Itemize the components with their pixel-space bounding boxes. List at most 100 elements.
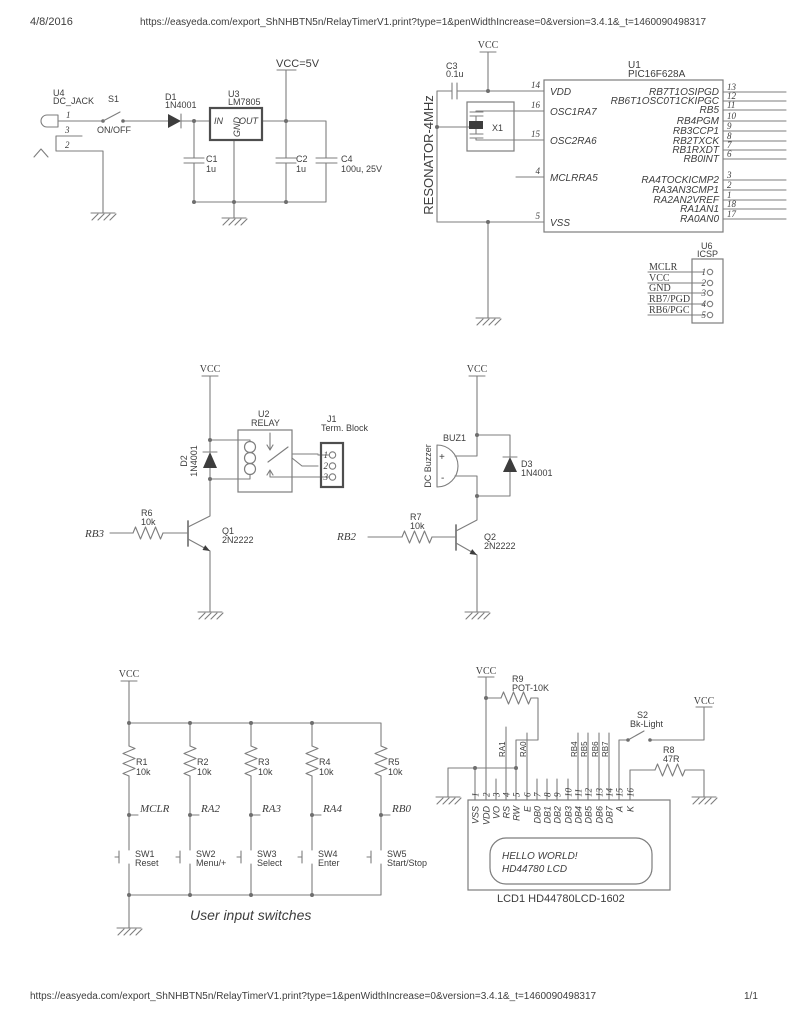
u1-pin-name: RA4TOCKICMP2	[641, 175, 719, 186]
icsp-pin-label: RB7/PGD	[649, 294, 690, 305]
switches-vcc-flag: VCC	[119, 669, 140, 680]
rb2-net-label: RB2	[336, 531, 356, 543]
sw4-ref: SW4	[318, 849, 338, 859]
r8-value: 47R	[663, 754, 680, 764]
r6-resistor-symbol	[132, 526, 164, 540]
u1-ref: U1	[628, 60, 641, 71]
r7-ref: R7	[410, 512, 422, 522]
lcd-vcc-flag-right: VCC	[694, 696, 715, 707]
u1-pin-num: 10	[727, 111, 737, 121]
x1-resonator-symbol	[466, 101, 515, 152]
lcd-pin-num: 1	[471, 793, 481, 798]
s1-value: ON/OFF	[97, 125, 131, 135]
resonator-net-label: RESONATOR-4MHz	[421, 95, 436, 214]
q2-ref: Q2	[484, 532, 496, 542]
x1-ref: X1	[492, 123, 503, 133]
power-wires	[33, 69, 338, 219]
u3-value: LM7805	[228, 97, 261, 107]
net-label: RA4	[322, 803, 342, 815]
ground-symbol	[435, 796, 462, 805]
icsp-pin-num: 3	[701, 288, 707, 298]
lcd-screen-line1: HELLO WORLD!	[502, 851, 578, 862]
d1-value: 1N4001	[165, 100, 197, 110]
s2-value: Bk-Light	[630, 719, 664, 729]
user-switches-section: VCC R1 10k R2 10k R3 10k R4 10k R5 10k M…	[114, 669, 427, 936]
r5-value: 10k	[388, 767, 403, 777]
c2-ref: C2	[296, 154, 308, 164]
q2-value: 2N2222	[484, 541, 516, 551]
icsp-section: U6 ICSP MCLR VCC GND RB7/PGD RB6/PGC 1 2…	[647, 241, 724, 324]
u3-pin-in: IN	[214, 116, 224, 126]
icsp-pin-num: 5	[702, 310, 707, 320]
j1-terminal-block-symbol	[319, 441, 345, 489]
icsp-pin-label: GND	[649, 283, 671, 294]
dc-jack-symbol	[40, 114, 59, 128]
lcd-pin-num: 14	[605, 788, 615, 798]
buz1-buzzer-symbol	[436, 444, 459, 488]
lcd-pin-name: DB4	[574, 806, 584, 824]
s2-switch-symbol	[626, 738, 652, 742]
net-label: MCLR	[139, 803, 170, 815]
r9-value: POT-10K	[512, 683, 549, 693]
r9-pot-symbol	[500, 691, 532, 705]
icsp-pin-label: MCLR	[649, 262, 678, 273]
u1-pin-num: 2	[727, 180, 732, 190]
r2-value: 10k	[197, 767, 212, 777]
lcd-pin-num: 12	[584, 788, 594, 798]
r7-value: 10k	[410, 521, 425, 531]
lcd-pin-name: DB5	[584, 805, 594, 824]
capacitor-plates	[183, 157, 338, 164]
lcd-screen-line2: HD44780 LCD	[502, 864, 567, 875]
u1-pin-num: 6	[727, 149, 732, 159]
lcd-pin-name: DB6	[595, 806, 605, 824]
r1-value: 10k	[136, 767, 151, 777]
u4-pin1: 1	[66, 110, 71, 120]
u1-pin-name: RB2TXCK	[673, 136, 720, 147]
sw5-label: Start/Stop	[387, 858, 427, 868]
ground-symbol	[464, 611, 491, 620]
u6-value: ICSP	[697, 249, 718, 259]
lcd-vcc-flag-left: VCC	[476, 666, 497, 677]
sw1-label: Reset	[135, 858, 159, 868]
switches-caption: User input switches	[190, 907, 311, 923]
lcd-pin-num: 15	[615, 788, 625, 798]
lcd-pin-name: DB3	[564, 806, 574, 824]
lcd-pin-num: 13	[595, 788, 605, 798]
u1-pin-name: OSC1RA7	[550, 107, 597, 118]
u1-pin-num: 13	[727, 82, 737, 92]
lcd-pin-name: DB1	[543, 806, 553, 824]
ground-symbol	[197, 611, 224, 620]
lcd1-screen	[489, 837, 653, 885]
r8-resistor-symbol	[654, 763, 686, 777]
j1-pin-num: 3	[323, 472, 329, 482]
icsp-pin-num: 2	[702, 278, 707, 288]
rb3-net-label: RB3	[84, 528, 104, 540]
r5-resistor-symbol	[374, 745, 388, 777]
u1-pin-num: 12	[727, 91, 737, 101]
u1-pin-name: RA1AN1	[680, 204, 719, 215]
c1-value: 1u	[206, 164, 216, 174]
u3-pin-gnd: GND	[232, 117, 242, 138]
u1-pin-num: 7	[727, 140, 732, 150]
mcu-wires	[436, 51, 787, 319]
u1-pin-name: RB5	[700, 105, 720, 116]
u1-pin-name: RA3AN3CMP1	[652, 185, 719, 196]
lcd-section: VCC VCC R9 POT-10K S2 Bk-Light R8 47R RA…	[435, 666, 718, 905]
r8-ref: R8	[663, 745, 675, 755]
lcd-pin-name: VDD	[482, 806, 492, 826]
u4-pin3: 3	[64, 125, 70, 135]
u6-ref: U6	[701, 241, 713, 251]
lcd-pin-name: DB7	[605, 805, 615, 824]
ground-symbol	[691, 796, 718, 805]
u1-value: PIC16F628A	[628, 69, 686, 80]
u1-pin-num: 18	[727, 199, 737, 209]
sw2-label: Menu/+	[196, 858, 226, 868]
mcu-section: VCC C3 0.1u RESONATOR-4MHz X1 U1 PIC16F6…	[421, 40, 787, 326]
u3-regulator-body	[208, 106, 264, 142]
d3-diode-symbol	[502, 456, 518, 472]
u1-pin-num: 15	[531, 129, 541, 139]
buz1-value: DC Buzzer	[423, 444, 433, 488]
q1-transistor-symbol	[187, 520, 210, 551]
lcd-pin-name: E	[523, 805, 533, 812]
